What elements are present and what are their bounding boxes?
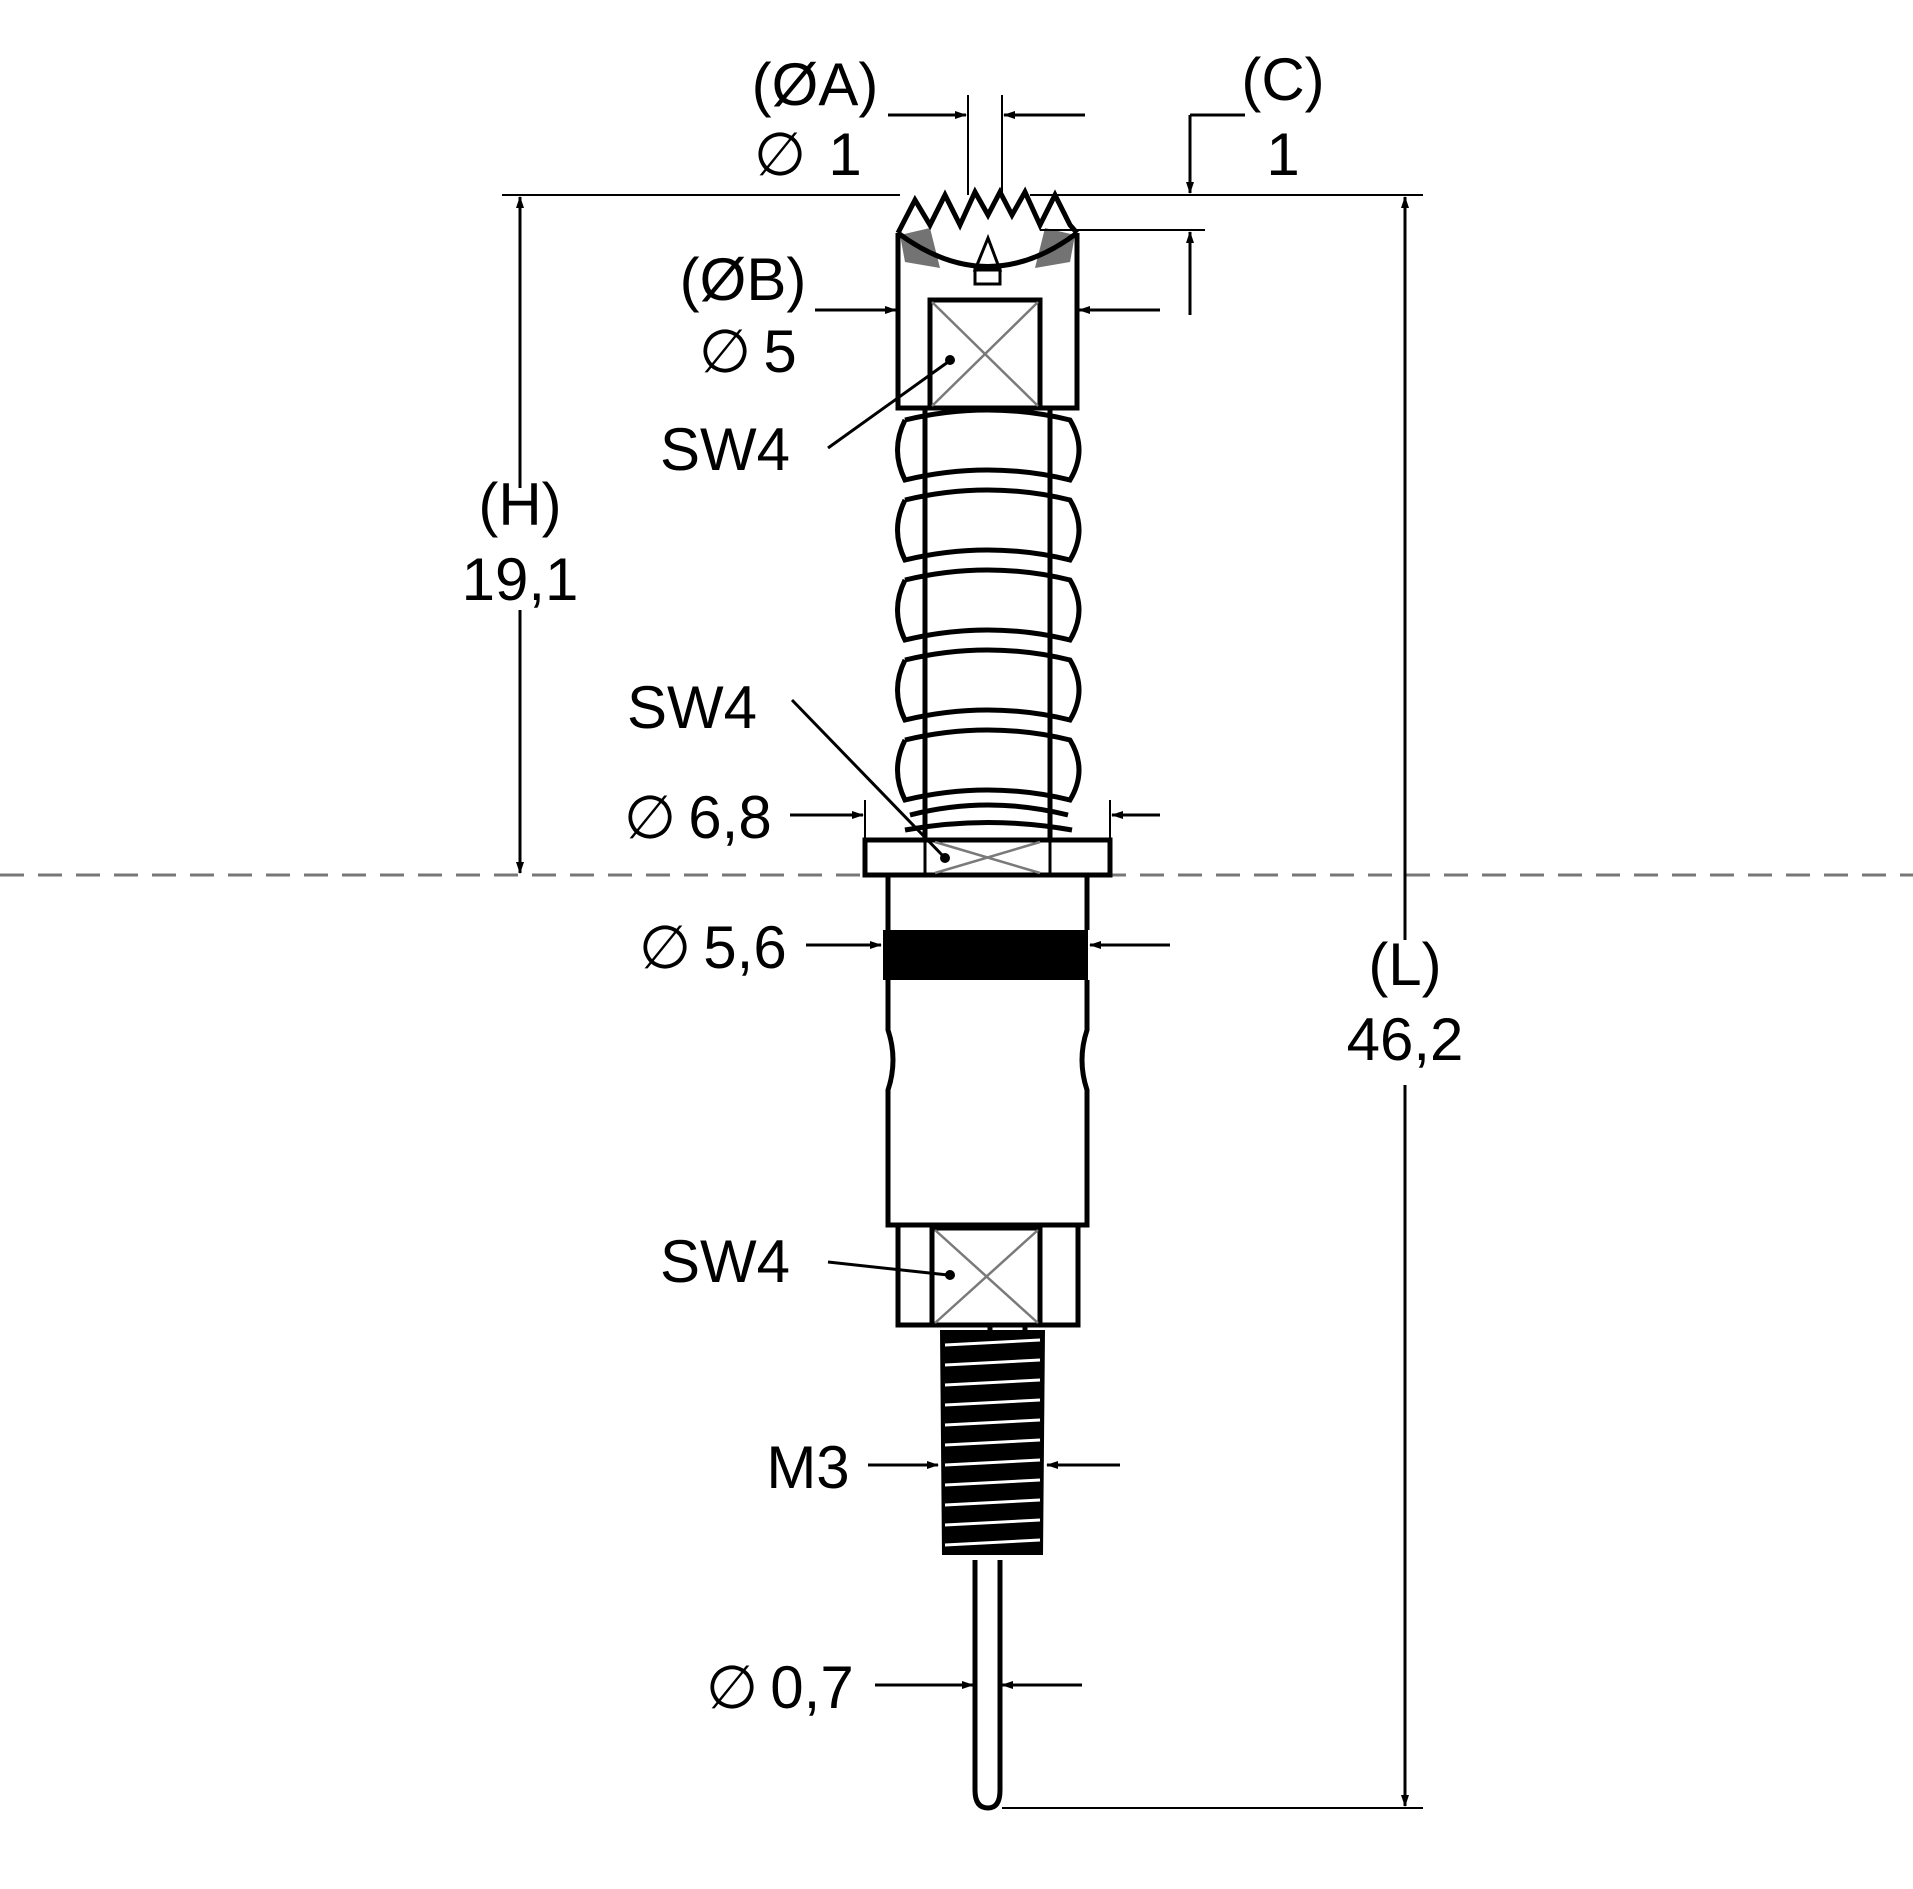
- receptacle-body: [883, 875, 1090, 1228]
- spring: [895, 407, 1082, 840]
- dim-thread: M3: [766, 1434, 1120, 1501]
- dim-dia-a: (ØA) ∅ 1: [752, 51, 1085, 195]
- dim-dia-body: ∅ 5,6: [639, 914, 1170, 981]
- probe-part: [862, 186, 1113, 1811]
- diameter-symbol: ∅: [699, 318, 751, 385]
- dim-dia-flange: ∅ 6,8: [624, 784, 1160, 851]
- dim-l-name: (L): [1368, 931, 1441, 998]
- dim-h: (H) 19,1: [462, 194, 900, 874]
- dim-l: (L) 46,2: [1002, 194, 1464, 1809]
- dim-thread-value: M3: [766, 1434, 849, 1501]
- diameter-symbol: ∅: [754, 121, 806, 188]
- dim-dia-a-name: (ØA): [752, 51, 879, 118]
- dim-dia-b-name: (ØB): [680, 246, 807, 313]
- dim-h-value: 19,1: [462, 546, 579, 613]
- diameter-symbol: ∅: [639, 914, 691, 981]
- flange: [862, 837, 1113, 878]
- dimensions: (ØA) ∅ 1 (C) 1 (ØB) ∅ 5 SW4: [462, 46, 1464, 1809]
- lower-hex: [895, 1222, 1081, 1346]
- dim-c: (C) 1: [1030, 46, 1325, 315]
- dim-dia-pin: ∅ 0,7: [706, 1654, 1082, 1721]
- crown-head: [895, 186, 1080, 411]
- wrench-label-lower: SW4: [660, 1228, 949, 1295]
- thread: [940, 1330, 1045, 1555]
- dim-c-value: 1: [1266, 121, 1299, 188]
- wrench-label-middle: SW4: [627, 674, 947, 860]
- dim-dia-pin-value: 0,7: [770, 1654, 853, 1721]
- sw-label: SW4: [660, 416, 790, 483]
- dim-dia-b: (ØB) ∅ 5: [680, 246, 1160, 385]
- pin: [972, 1560, 1003, 1811]
- sw-label: SW4: [627, 674, 757, 741]
- dim-l-value: 46,2: [1347, 1006, 1464, 1073]
- dim-dia-b-value: 5: [763, 318, 796, 385]
- dim-dia-flange-value: 6,8: [688, 784, 771, 851]
- dim-h-name: (H): [478, 471, 561, 538]
- diameter-symbol: ∅: [706, 1654, 758, 1721]
- sw-label: SW4: [660, 1228, 790, 1295]
- diameter-symbol: ∅: [624, 784, 676, 851]
- dim-c-name: (C): [1241, 46, 1324, 113]
- dim-dia-body-value: 5,6: [703, 914, 786, 981]
- dim-dia-a-value: 1: [828, 121, 861, 188]
- wrench-label-upper: SW4: [660, 360, 949, 483]
